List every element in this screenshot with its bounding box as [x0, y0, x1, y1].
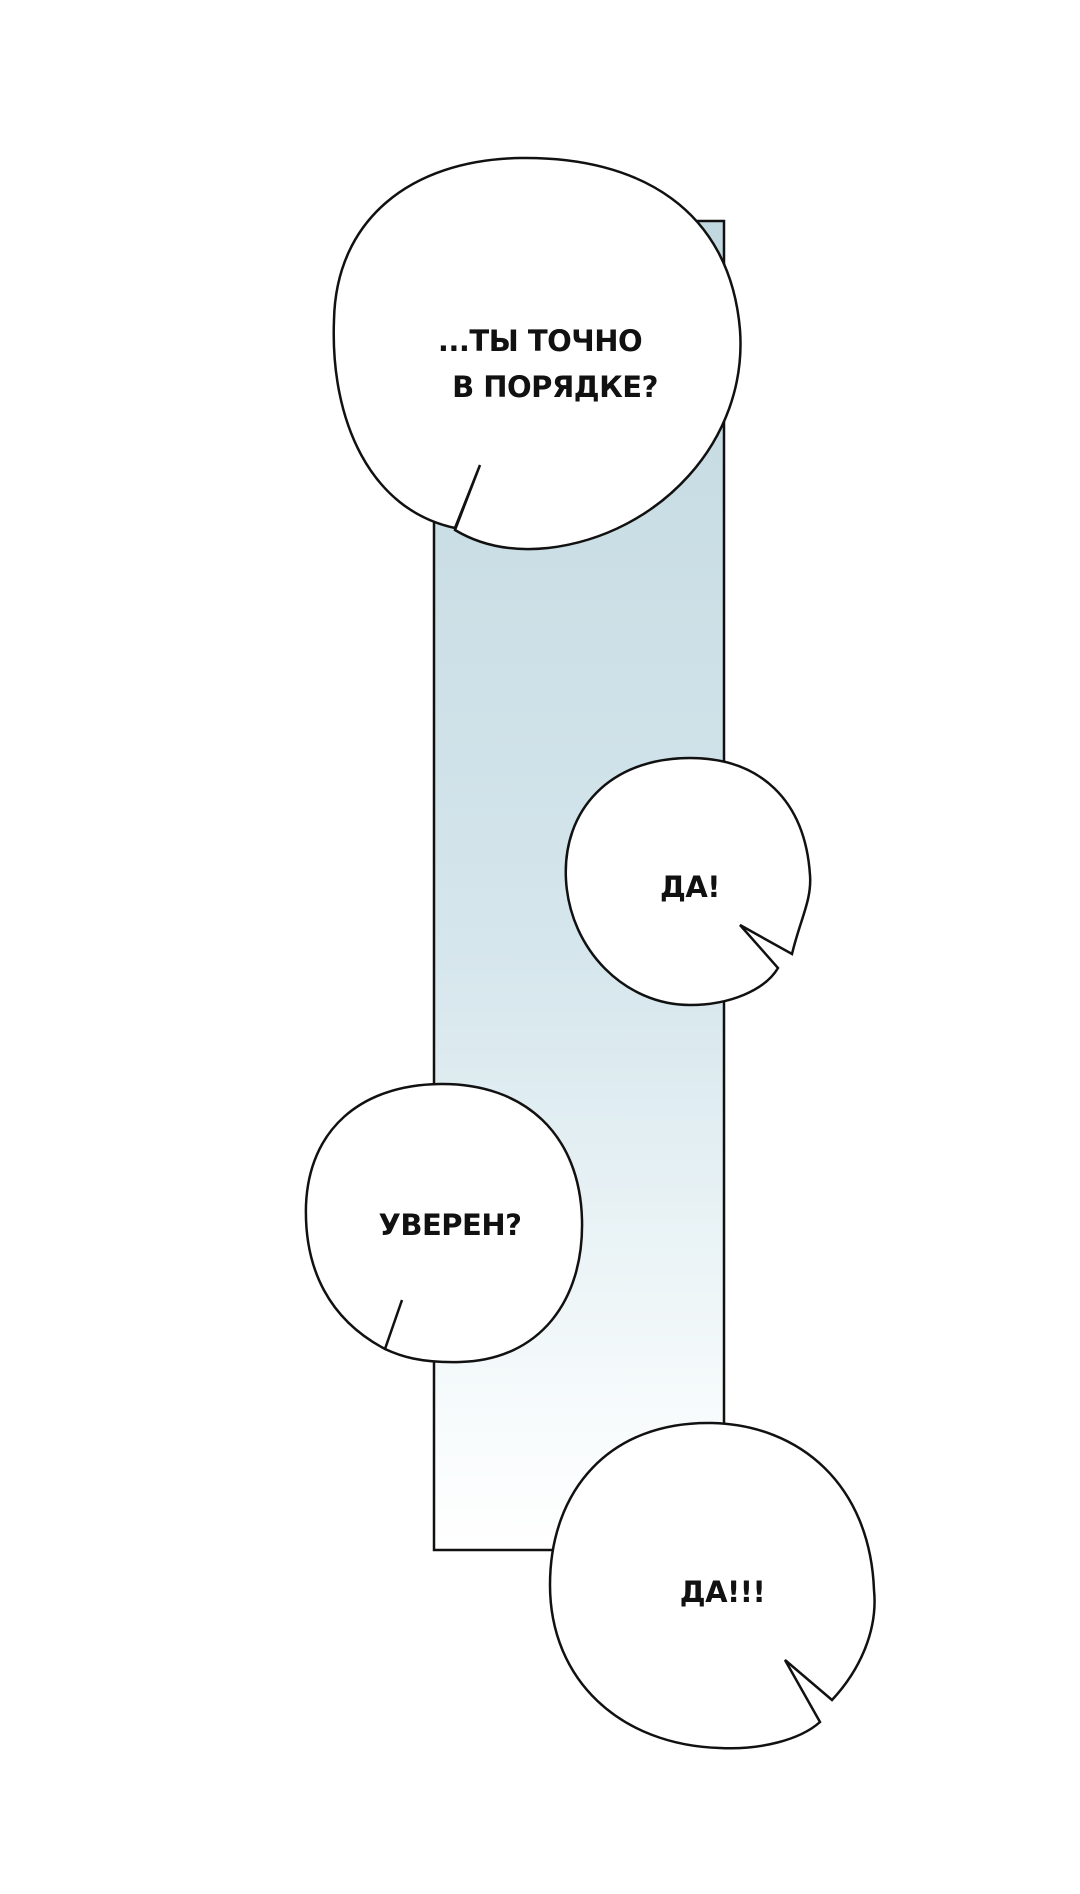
bubble-3-text: УВЕРЕН? — [360, 1202, 540, 1248]
bubble-4-line-1: ДА!!! — [679, 1575, 766, 1609]
bubble-1-text: ...ТЫ ТОЧНО В ПОРЯДКЕ? — [420, 318, 660, 410]
speech-bubble-4 — [548, 1421, 876, 1750]
bubble-2-text: ДА! — [620, 864, 760, 910]
speech-bubble-2 — [564, 756, 812, 1007]
speech-bubble-3 — [304, 1082, 584, 1364]
bubble-3-line-1: УВЕРЕН? — [378, 1208, 522, 1242]
speech-bubble-1 — [332, 156, 742, 551]
bubble-1-line-1: ...ТЫ ТОЧНО — [437, 324, 643, 358]
bubble-1-line-2: В ПОРЯДКЕ? — [452, 370, 658, 404]
bubble-4-text: ДА!!! — [650, 1569, 795, 1615]
bubble-2-line-1: ДА! — [660, 870, 721, 904]
